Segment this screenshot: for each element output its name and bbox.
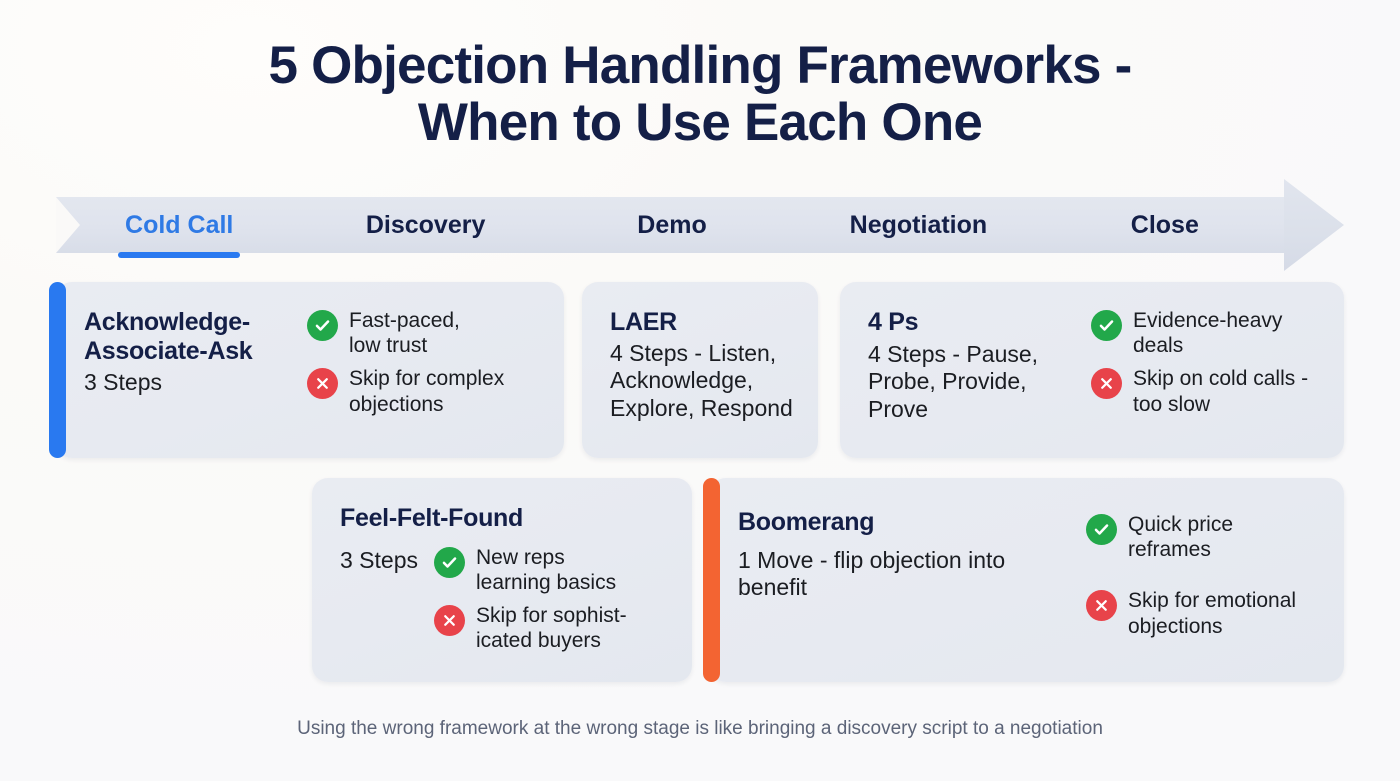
card-bullet-list: Quick price reframes Skip for emotional … [1086, 508, 1316, 662]
cross-icon [434, 604, 465, 636]
card-accent-bar [49, 282, 66, 458]
framework-card-4-ps[interactable]: 4 Ps 4 Steps - Pause, Probe, Provide, Pr… [840, 282, 1344, 458]
card-accent-bar [703, 478, 720, 682]
check-icon [307, 310, 338, 341]
check-icon [1086, 514, 1117, 545]
framework-card-feel-felt-found[interactable]: Feel-Felt-Found 3 Steps New reps learnin… [312, 478, 692, 682]
stage-item-label: Negotiation [849, 210, 988, 239]
card-bullet-list: Evidence-heavy deals Skip on cold calls … [1091, 308, 1316, 438]
card-bullet-list: Fast-paced, low trust Skip for complex o… [307, 308, 536, 438]
bullet-item: Fast-paced, low trust [307, 308, 536, 358]
bullet-text: Skip for complex objections [349, 367, 505, 416]
stage-active-underline [118, 251, 241, 258]
stage-item-discovery[interactable]: Discovery [302, 211, 548, 240]
bullet-item: Skip for sophist- icated buyers [434, 603, 672, 653]
stage-item-negotiation[interactable]: Negotiation [795, 211, 1041, 240]
check-icon [434, 546, 465, 578]
bullet-text: Quick price reframes [1128, 513, 1234, 562]
card-title: Feel-Felt-Found [340, 504, 523, 532]
card-subtitle: 3 Steps [340, 546, 418, 573]
framework-card-boomerang[interactable]: Boomerang 1 Move - flip objection into b… [703, 478, 1344, 682]
bullet-text: Fast-paced, low trust [349, 309, 460, 358]
card-bullet-list: New reps learning basics Skip for sophis… [434, 545, 672, 654]
card-text-block: 4 Ps 4 Steps - Pause, Probe, Provide, Pr… [868, 308, 1073, 438]
stage-item-close[interactable]: Close [1042, 211, 1288, 240]
card-text-block: Acknowledge- Associate-Ask 3 Steps [84, 308, 289, 438]
stage-arrowhead-icon [1284, 179, 1344, 271]
bullet-item: New reps learning basics [434, 545, 672, 595]
card-title: LAER [610, 308, 677, 336]
bullet-item: Skip on cold calls - too slow [1091, 366, 1316, 416]
stage-item-label: Discovery [365, 210, 486, 239]
sales-stage-arrow: Cold Call Discovery Demo Negotiation Clo… [56, 179, 1344, 271]
stage-bar-body [56, 197, 1288, 253]
card-subtitle: 1 Move - flip objection into benefit [738, 546, 1006, 601]
card-title: 4 Ps [868, 308, 919, 336]
bullet-item: Skip for complex objections [307, 366, 536, 416]
stage-item-cold-call[interactable]: Cold Call [56, 210, 302, 258]
bullet-text: Evidence-heavy deals [1133, 309, 1283, 358]
stage-item-label: Demo [637, 210, 707, 239]
check-icon [1091, 310, 1122, 341]
bullet-text: Skip for sophist- icated buyers [476, 603, 627, 653]
stage-item-demo[interactable]: Demo [549, 211, 795, 240]
card-text-block: LAER 4 Steps - Listen, Acknowledge, Expl… [610, 308, 793, 438]
card-subtitle: 4 Steps - Listen, Acknowledge, Explore, … [610, 339, 793, 421]
footer-caption: Using the wrong framework at the wrong s… [297, 718, 1103, 739]
card-subtitle: 4 Steps - Pause, Probe, Provide, Prove [868, 340, 1039, 422]
page-title-line-2: When to Use Each One [417, 92, 983, 152]
bullet-item: Skip for emotional objections [1086, 588, 1316, 638]
bullet-text: Skip for emotional objections [1128, 589, 1297, 638]
bullet-item: Evidence-heavy deals [1091, 308, 1316, 358]
stage-item-label: Cold Call [125, 210, 234, 239]
card-body-row: 3 Steps New reps learning basics Skip fo… [340, 545, 672, 654]
page-title-line-1: 5 Objection Handling Frameworks - [268, 36, 1133, 95]
stage-item-label: Close [1130, 210, 1199, 239]
bullet-text: Skip on cold calls - too slow [1133, 367, 1309, 416]
stage-list: Cold Call Discovery Demo Negotiation Clo… [56, 197, 1288, 258]
framework-card-acknowledge-associate-ask[interactable]: Acknowledge- Associate-Ask 3 Steps Fast-… [49, 282, 564, 458]
page-title: 5 Objection Handling Frameworks - When t… [0, 0, 1400, 151]
framework-card-laer[interactable]: LAER 4 Steps - Listen, Acknowledge, Expl… [582, 282, 818, 458]
bullet-item: Quick price reframes [1086, 512, 1316, 562]
card-title: Boomerang [738, 508, 875, 536]
card-text-block: Boomerang 1 Move - flip objection into b… [738, 508, 1068, 662]
cross-icon [1091, 368, 1122, 400]
card-subtitle: 3 Steps [84, 369, 162, 395]
cross-icon [1086, 590, 1117, 622]
cross-icon [307, 368, 338, 400]
card-title: Acknowledge- Associate-Ask [84, 308, 253, 365]
bullet-text: New reps learning basics [476, 545, 617, 594]
card-text-block: Feel-Felt-Found 3 Steps New reps learnin… [340, 504, 672, 662]
